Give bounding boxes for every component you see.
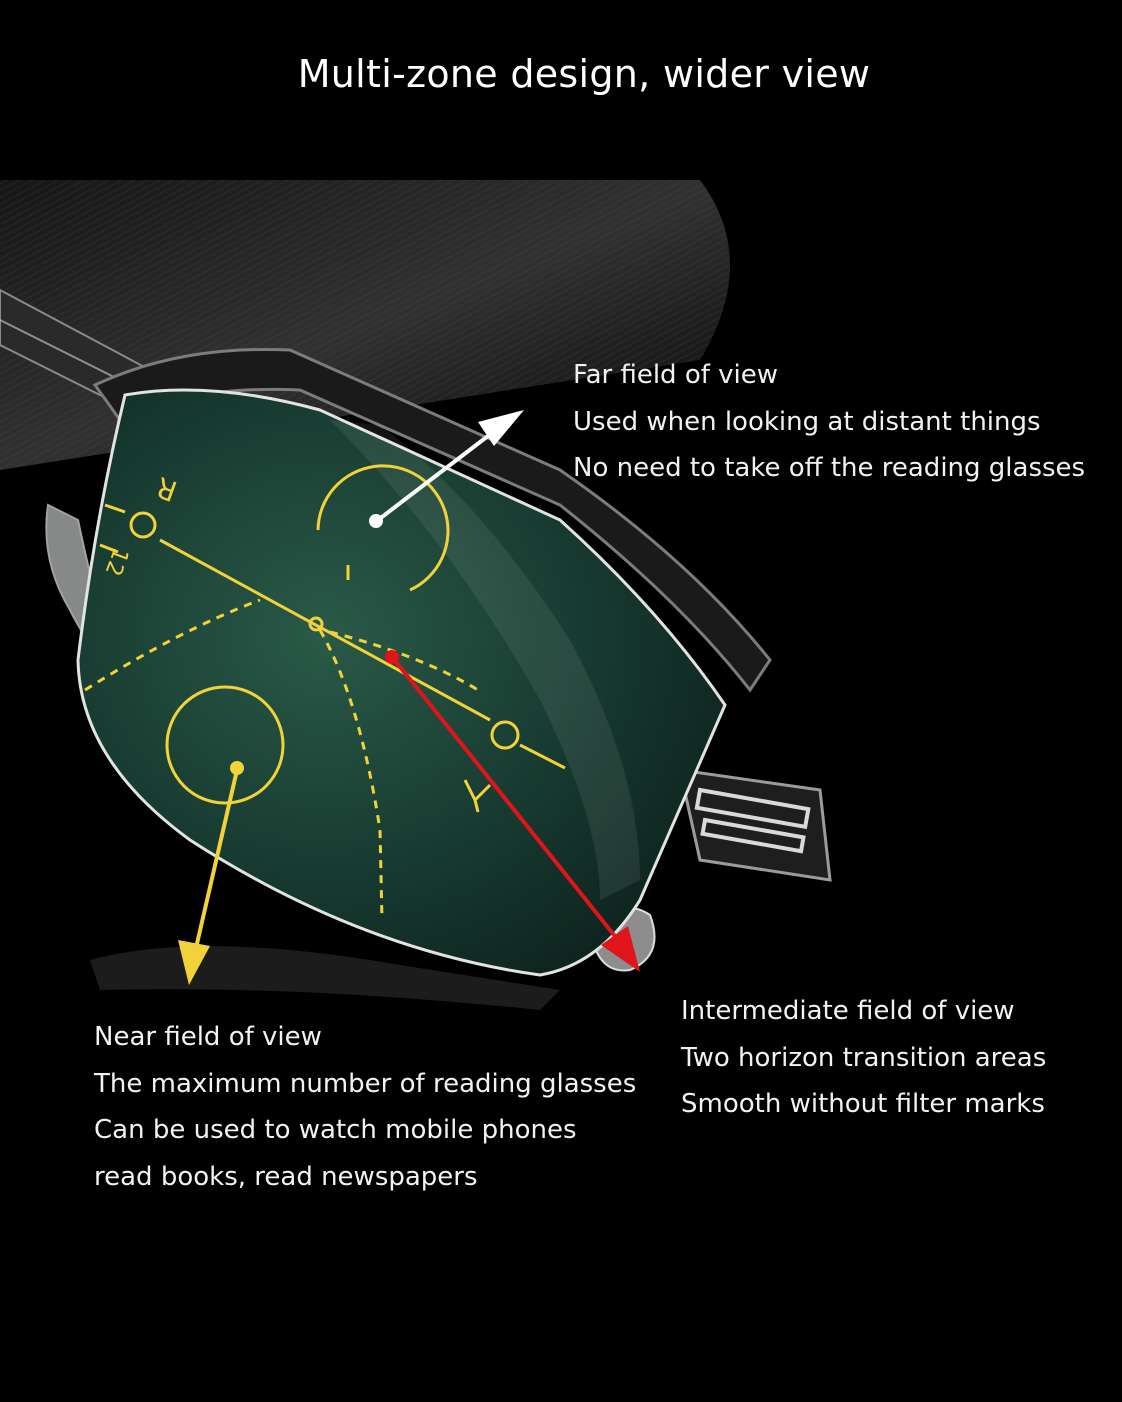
near-field-heading: Near field of view	[94, 1022, 322, 1052]
page-title: Multi-zone design, wider view	[297, 52, 871, 96]
far-field-description: Far field of view Used when looking at d…	[573, 352, 1085, 492]
near-field-line: read books, read newspapers	[94, 1161, 478, 1192]
far-field-line: No need to take off the reading glasses	[573, 453, 1086, 483]
lower-frame-shadow	[90, 946, 560, 1010]
far-field-heading: Far field of view	[573, 360, 779, 390]
far-field-line: Used when looking at distant things	[573, 406, 1041, 437]
intermediate-field-line: Two horizon transition areas	[681, 1042, 1047, 1073]
intermediate-field-line: Smooth without filter marks	[681, 1089, 1045, 1119]
right-a-mark	[463, 779, 492, 813]
far-dot	[369, 514, 383, 528]
near-field-line: Can be used to watch mobile phones	[94, 1115, 577, 1145]
lens	[76, 388, 727, 977]
far-zone-circle	[316, 464, 450, 592]
intermediate-field-heading: Intermediate field of view	[681, 996, 1015, 1026]
near-arrow	[194, 769, 239, 949]
far-arrow-head	[478, 410, 524, 446]
near-arrow-head	[178, 940, 210, 985]
near-zone-circle	[165, 685, 285, 805]
dashed-transition-line-1	[84, 598, 261, 692]
hinge-right	[678, 768, 832, 882]
lens-reflection	[330, 420, 640, 900]
dashed-horizon-line	[329, 630, 479, 692]
frame-top-bar	[92, 347, 772, 693]
horizontal-reference-line	[159, 538, 491, 722]
near-field-description: Near field of view The maximum number of…	[94, 1014, 636, 1200]
near-field-line: The maximum number of reading glasses	[94, 1068, 637, 1099]
right-reference-circle	[490, 720, 520, 750]
left-reference-circle	[129, 511, 157, 539]
near-dot	[230, 761, 244, 775]
far-arrow	[376, 434, 490, 522]
intermediate-dot	[385, 650, 399, 664]
intermediate-arrow	[391, 656, 620, 942]
center-reference-dot	[308, 616, 324, 632]
dashed-transition-line-2	[318, 629, 384, 921]
intermediate-field-description: Intermediate field of view Two horizon t…	[681, 988, 1046, 1128]
intermediate-arrow-head	[601, 926, 640, 972]
zone-markings	[84, 464, 566, 921]
